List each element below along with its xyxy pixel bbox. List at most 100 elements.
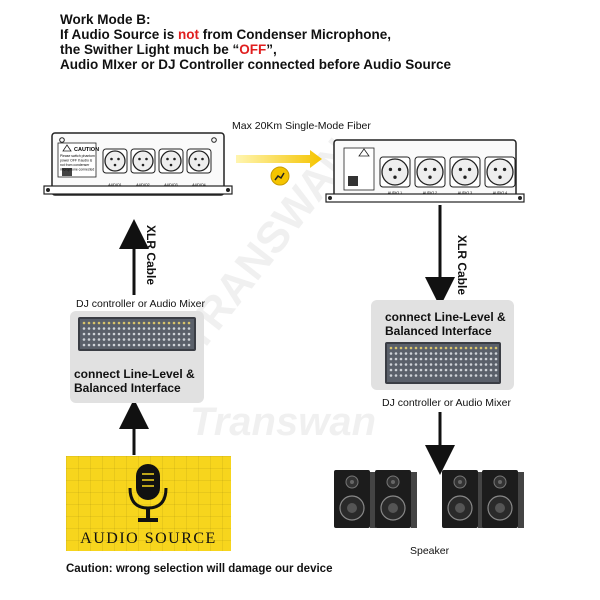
mixer-knob <box>82 338 86 341</box>
header-line-3-post: ”, <box>266 42 277 57</box>
mixer-knob <box>409 363 413 366</box>
port-label: AUDIO 1 <box>388 191 402 195</box>
mixer-knob <box>92 338 96 341</box>
mixer-knob <box>147 332 151 336</box>
mixer-knob <box>117 343 121 347</box>
mixer-knob <box>419 374 423 377</box>
mixer-knob <box>399 346 403 350</box>
power-switch-icon <box>62 168 72 176</box>
mixer-knob <box>147 321 151 325</box>
mixer-knob <box>474 368 478 372</box>
mixer-knob <box>147 338 151 341</box>
mixer-knob <box>167 338 171 341</box>
xlr-port-icon <box>379 156 411 188</box>
mixer-knob <box>137 338 141 341</box>
mixer-knob <box>484 346 488 350</box>
mixer-knob <box>112 338 116 341</box>
mixer-knob <box>87 343 91 347</box>
mixer-knob <box>469 346 473 350</box>
mixer-knob <box>434 357 438 361</box>
mixer-knob <box>112 321 116 325</box>
mixer-knob <box>137 321 141 325</box>
mixer-knob <box>464 368 468 372</box>
port-label: AUDIO2 <box>136 183 149 187</box>
mixer-knob <box>419 363 423 366</box>
mixer-knob <box>177 343 181 347</box>
mixer-knob <box>102 332 106 336</box>
left-mixer-panel: connect Line-Level & Balanced Interface <box>70 311 204 403</box>
right-panel-line-1: connect Line-Level & <box>385 310 506 324</box>
mixer-knob <box>484 374 488 377</box>
mixer-knob <box>127 343 131 347</box>
mixer-knob <box>132 338 136 341</box>
mixer-knob <box>444 374 448 377</box>
mixer-knob <box>102 321 106 325</box>
mixer-knob <box>414 363 418 366</box>
mixer-knob <box>464 352 468 355</box>
mixer-knob <box>469 374 473 377</box>
mixer-knob <box>409 352 413 355</box>
mixer-knob <box>97 338 101 341</box>
mixer-knob <box>92 327 96 330</box>
mixer-knob <box>102 327 106 330</box>
mixer-console-icon <box>78 317 196 351</box>
mixer-knob <box>92 321 96 325</box>
mixer-knob <box>182 321 186 325</box>
mixer-knob <box>439 352 443 355</box>
caution-line: not from condenser <box>60 163 90 167</box>
mixer-knob <box>157 327 161 330</box>
mixer-knob <box>394 352 398 355</box>
mixer-knob <box>444 357 448 361</box>
mixer-knob <box>389 357 393 361</box>
mixer-knob <box>454 363 458 366</box>
mixer-knob <box>82 321 86 325</box>
mixer-knob <box>187 343 191 347</box>
mixer-knob <box>414 368 418 372</box>
mixer-knob <box>122 321 126 325</box>
mixer-knob <box>172 338 176 341</box>
mixer-knob <box>152 321 156 325</box>
mixer-knob <box>444 368 448 372</box>
mixer-knob <box>399 368 403 372</box>
mixer-knob <box>454 357 458 361</box>
mixer-knob <box>469 363 473 366</box>
mixer-knob <box>399 352 403 355</box>
mixer-knob <box>87 327 91 330</box>
mixer-knob <box>187 321 191 325</box>
mixer-knob <box>424 368 428 372</box>
mixer-knob <box>409 357 413 361</box>
mixer-knob <box>454 346 458 350</box>
right-panel-text: connect Line-Level & Balanced Interface <box>385 310 506 338</box>
mixer-knob <box>92 343 96 347</box>
mixer-knob <box>92 332 96 336</box>
mixer-knob <box>152 332 156 336</box>
mixer-knob <box>399 357 403 361</box>
mixer-knob <box>464 357 468 361</box>
mixer-knob <box>439 357 443 361</box>
mixer-knob <box>484 368 488 372</box>
mixer-knob <box>394 374 398 377</box>
xlr-port-icon <box>484 156 516 188</box>
mixer-knob <box>429 346 433 350</box>
mixer-knob <box>97 332 101 336</box>
mixer-knob <box>479 357 483 361</box>
mixer-knob <box>484 352 488 355</box>
caution-line: Please switch phantom <box>60 154 95 158</box>
mixer-knob <box>182 338 186 341</box>
mixer-knob <box>494 368 498 372</box>
mixer-knob <box>152 327 156 330</box>
mixer-knob <box>424 363 428 366</box>
xlr-port-icon <box>130 148 156 174</box>
mixer-knob <box>182 343 186 347</box>
mixer-knob <box>439 374 443 377</box>
header-line-3-red: OFF <box>239 42 267 57</box>
mixer-knob <box>182 327 186 330</box>
mixer-knob <box>87 332 91 336</box>
mixer-knob <box>489 374 493 377</box>
mixer-knob <box>419 352 423 355</box>
caution-line: power OFF if audio is <box>60 159 93 163</box>
mixer-knob <box>167 332 171 336</box>
